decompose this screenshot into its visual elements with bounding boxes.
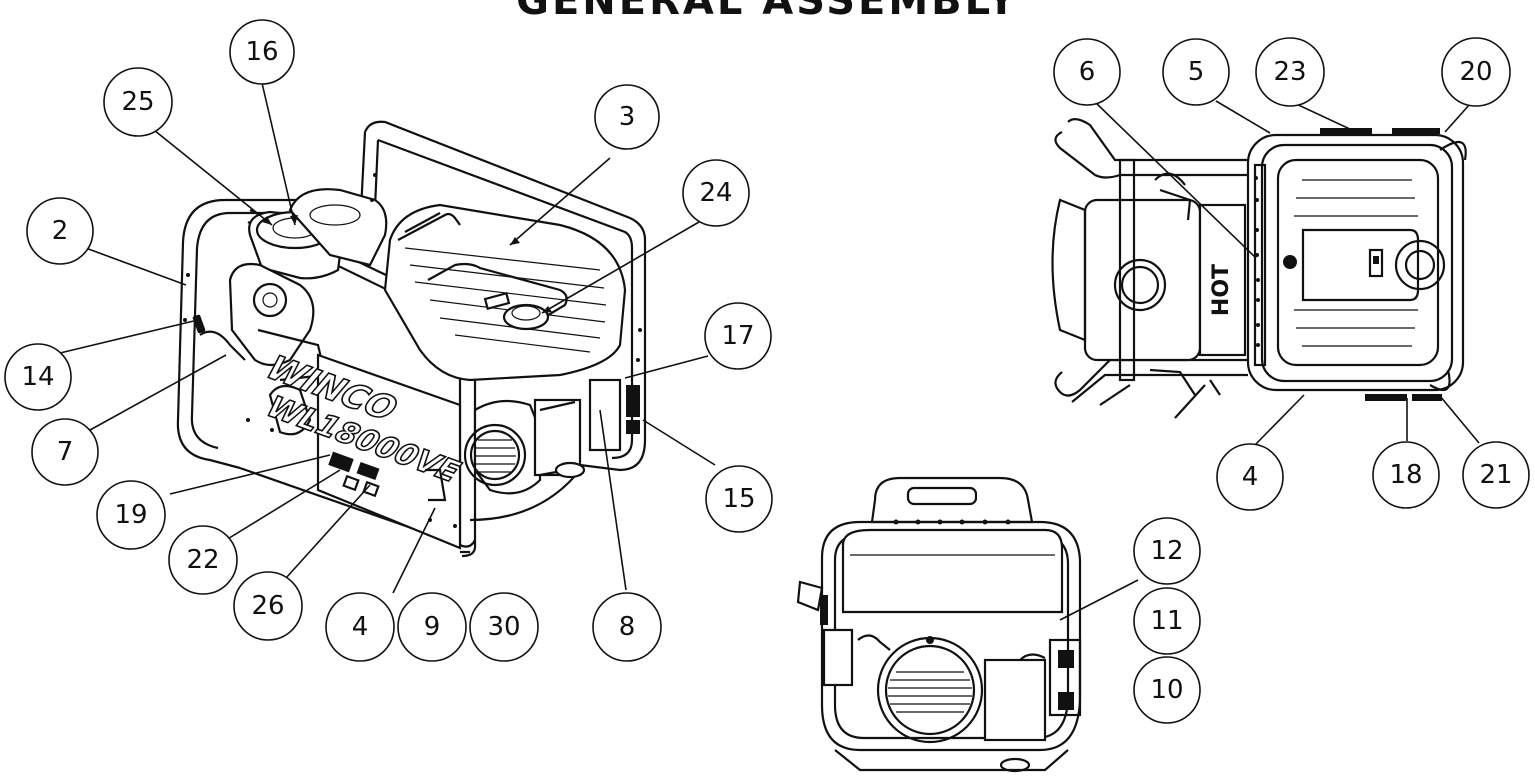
svg-text:8: 8 (619, 612, 636, 642)
svg-text:25: 25 (121, 87, 154, 117)
callout-30: 30 (469, 592, 539, 662)
callout-16: 16 (229, 19, 295, 85)
svg-text:10: 10 (1150, 675, 1183, 705)
front-view (796, 476, 1082, 773)
callout-7: 7 (31, 418, 99, 486)
hot-label: HOT (1209, 264, 1234, 316)
isometric-view: WINCO WL18000VE (176, 120, 647, 558)
leader-lines (59, 82, 1480, 621)
callouts: 25 16 3 24 2 14 7 19 22 26 4 9 30 8 15 1… (4, 19, 1530, 724)
callout-15: 15 (705, 465, 773, 533)
svg-text:15: 15 (722, 484, 755, 514)
callout-4-top: 4 (1216, 443, 1284, 511)
diagram-title: GENERAL ASSEMBLY (516, 0, 1019, 24)
callout-24: 24 (682, 159, 750, 227)
callout-21: 21 (1462, 441, 1530, 509)
callout-12: 12 (1133, 517, 1201, 585)
svg-text:21: 21 (1479, 460, 1512, 490)
svg-text:20: 20 (1459, 57, 1492, 87)
callout-3: 3 (594, 84, 660, 150)
svg-text:12: 12 (1150, 536, 1183, 566)
svg-text:23: 23 (1273, 57, 1306, 87)
callout-23: 23 (1255, 37, 1325, 107)
callout-25: 25 (103, 67, 173, 137)
callout-2: 2 (26, 197, 94, 265)
svg-text:18: 18 (1389, 460, 1422, 490)
svg-text:7: 7 (57, 437, 74, 467)
callout-19: 19 (96, 480, 166, 550)
callout-11: 11 (1133, 587, 1201, 655)
callout-6: 6 (1053, 38, 1121, 106)
callout-5: 5 (1162, 38, 1230, 106)
svg-text:9: 9 (424, 612, 441, 642)
callout-22: 22 (168, 525, 238, 595)
svg-text:26: 26 (251, 591, 284, 621)
svg-text:3: 3 (619, 102, 636, 132)
callout-8: 8 (592, 592, 662, 662)
svg-text:6: 6 (1079, 57, 1096, 87)
svg-text:11: 11 (1150, 606, 1183, 636)
svg-text:22: 22 (186, 545, 219, 575)
svg-text:5: 5 (1188, 57, 1205, 87)
svg-text:14: 14 (21, 362, 54, 392)
callout-20: 20 (1441, 37, 1511, 107)
callout-9: 9 (397, 592, 467, 662)
callout-14: 14 (4, 343, 72, 411)
callout-10: 10 (1133, 656, 1201, 724)
svg-text:19: 19 (114, 500, 147, 530)
svg-text:4: 4 (352, 612, 369, 642)
svg-text:30: 30 (487, 612, 520, 642)
svg-text:17: 17 (721, 321, 754, 351)
svg-text:4: 4 (1242, 462, 1259, 492)
callout-4-iso: 4 (325, 592, 395, 662)
svg-text:2: 2 (52, 216, 69, 246)
callout-26: 26 (233, 571, 303, 641)
top-view: HOT (1051, 118, 1467, 419)
svg-text:24: 24 (699, 178, 732, 208)
callout-17: 17 (704, 302, 772, 370)
callout-18: 18 (1372, 441, 1440, 509)
svg-text:16: 16 (245, 37, 278, 67)
